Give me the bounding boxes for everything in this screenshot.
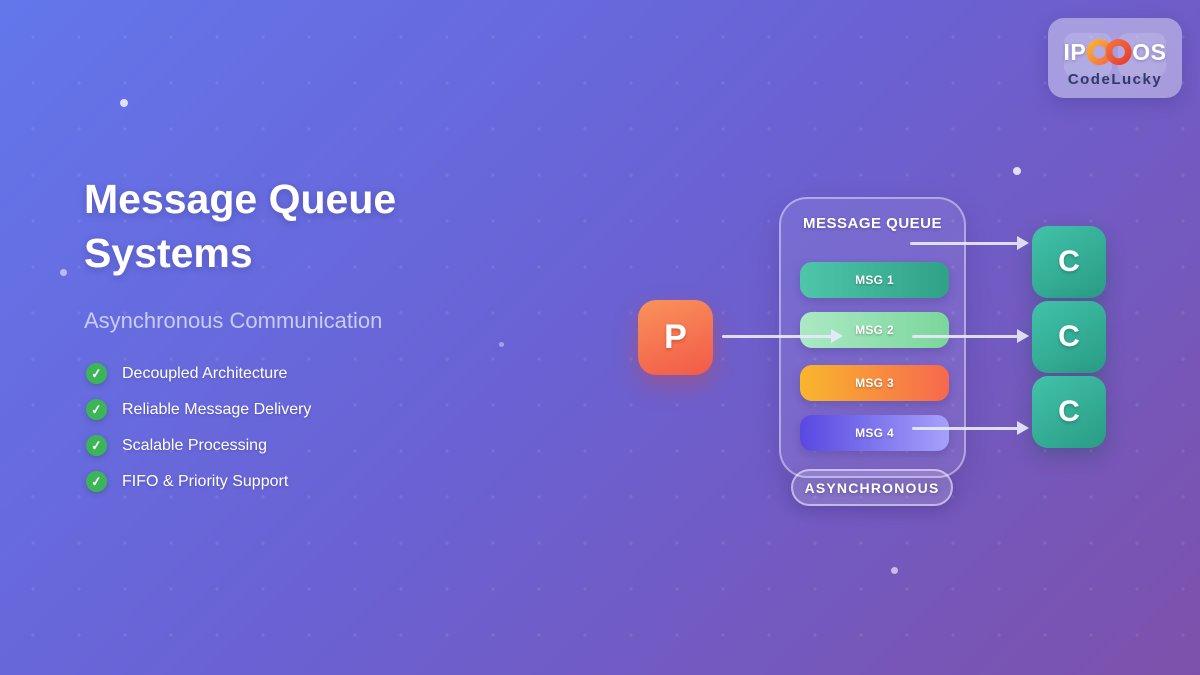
spark-dot (120, 99, 128, 107)
producer-node: P (638, 300, 713, 375)
feature-item: ✓ Scalable Processing (86, 435, 311, 456)
title-line-1: Message Queue (84, 176, 397, 222)
spark-dot (499, 342, 504, 347)
logo-wordmark: IP OS (1048, 32, 1182, 72)
spark-dot (891, 567, 898, 574)
consumer-node-1: C (1032, 226, 1106, 298)
logo-text-right: OS (1132, 38, 1167, 65)
queue-message-label: MSG 4 (855, 426, 894, 440)
queue-message-3: MSG 3 (800, 365, 949, 401)
spark-dot (1013, 167, 1021, 175)
queue-message-2: MSG 2 (800, 312, 949, 348)
arrow-queue-to-consumer-3 (912, 421, 1029, 435)
queue-message-label: MSG 2 (855, 323, 894, 337)
asynchronous-badge: ASYNCHRONOUS (791, 469, 953, 506)
producer-label: P (664, 318, 687, 356)
consumer-node-3: C (1032, 376, 1106, 448)
logo-text-left: IP (1063, 38, 1087, 65)
check-icon: ✓ (86, 435, 107, 456)
brand-badge: IP OS CodeLucky (1048, 18, 1182, 98)
check-icon: ✓ (86, 471, 107, 492)
feature-label: Scalable Processing (122, 436, 267, 454)
feature-list: ✓ Decoupled Architecture ✓ Reliable Mess… (86, 363, 311, 507)
arrow-producer-to-queue (722, 329, 843, 343)
arrow-queue-to-consumer-1 (910, 236, 1029, 250)
spark-dot (60, 269, 67, 276)
queue-message-label: MSG 1 (855, 273, 894, 287)
consumer-node-2: C (1032, 301, 1106, 373)
check-glyph: ✓ (90, 472, 103, 490)
feature-label: Decoupled Architecture (122, 364, 288, 382)
consumer-label: C (1058, 320, 1080, 353)
consumer-label: C (1058, 245, 1080, 278)
check-glyph: ✓ (90, 364, 103, 382)
feature-item: ✓ Reliable Message Delivery (86, 399, 311, 420)
asynchronous-label: ASYNCHRONOUS (804, 479, 940, 496)
logo-brand-name: CodeLucky (1067, 71, 1163, 88)
feature-item: ✓ FIFO & Priority Support (86, 471, 311, 492)
queue-message-label: MSG 3 (855, 376, 894, 390)
feature-label: FIFO & Priority Support (122, 472, 289, 490)
title-line-2: Systems (84, 230, 253, 276)
consumer-label: C (1058, 395, 1080, 428)
feature-label: Reliable Message Delivery (122, 400, 312, 418)
queue-message-4: MSG 4 (800, 415, 949, 451)
check-glyph: ✓ (90, 400, 103, 418)
check-glyph: ✓ (90, 436, 103, 454)
infinity-icon (1086, 38, 1132, 66)
arrow-queue-to-consumer-2 (912, 329, 1029, 343)
queue-title: MESSAGE QUEUE (802, 215, 943, 232)
queue-message-1: MSG 1 (800, 262, 949, 298)
page-subtitle: Asynchronous Communication (84, 308, 383, 333)
check-icon: ✓ (86, 399, 107, 420)
check-icon: ✓ (86, 363, 107, 384)
page-title: Message Queue Systems (84, 172, 514, 280)
feature-item: ✓ Decoupled Architecture (86, 363, 311, 384)
